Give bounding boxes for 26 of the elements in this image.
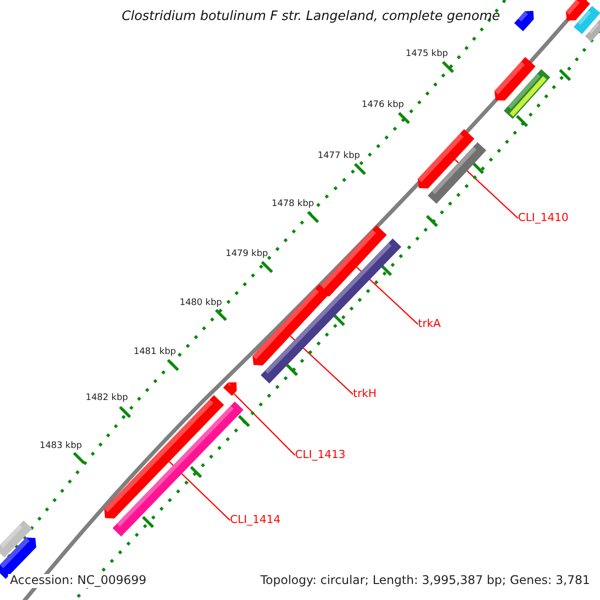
tick-label: 1477 kbp (318, 151, 360, 162)
gene-feature (223, 382, 237, 396)
gene-label: CLI_1413 (295, 449, 346, 462)
tick-label: 1479 kbp (226, 249, 268, 260)
tick-label: 1482 kbp (86, 393, 128, 404)
tick-label: 1476 kbp (362, 100, 404, 110)
tick-label: 1483 kbp (40, 441, 82, 452)
gene-feature (319, 225, 387, 296)
tick-label: 1481 kbp (134, 347, 176, 358)
leader-line (290, 335, 354, 395)
gene-feature (252, 284, 330, 366)
leader-line (454, 159, 518, 219)
leader-line (234, 393, 296, 456)
genome-info-text: Topology: circular; Length: 3,995,387 bp; Genes: 3,781 (258, 574, 592, 588)
gene-label: trkH (353, 388, 376, 401)
tick-label: 1475 kbp (406, 49, 448, 60)
tick-label: 1480 kbp (180, 298, 222, 308)
gene-label: CLI_1410 (518, 212, 569, 225)
accession-text: Accession: NC_009699 (8, 574, 148, 588)
gene-label: trkA (418, 318, 441, 331)
title: Clostridium botulinum F str. Langeland, complete genome (122, 10, 500, 25)
gene-feature (418, 129, 474, 188)
gene-label: CLI_1414 (230, 514, 281, 527)
leader-line (168, 461, 230, 521)
tick-label: 1478 kbp (272, 199, 314, 210)
leader-line (356, 266, 418, 325)
